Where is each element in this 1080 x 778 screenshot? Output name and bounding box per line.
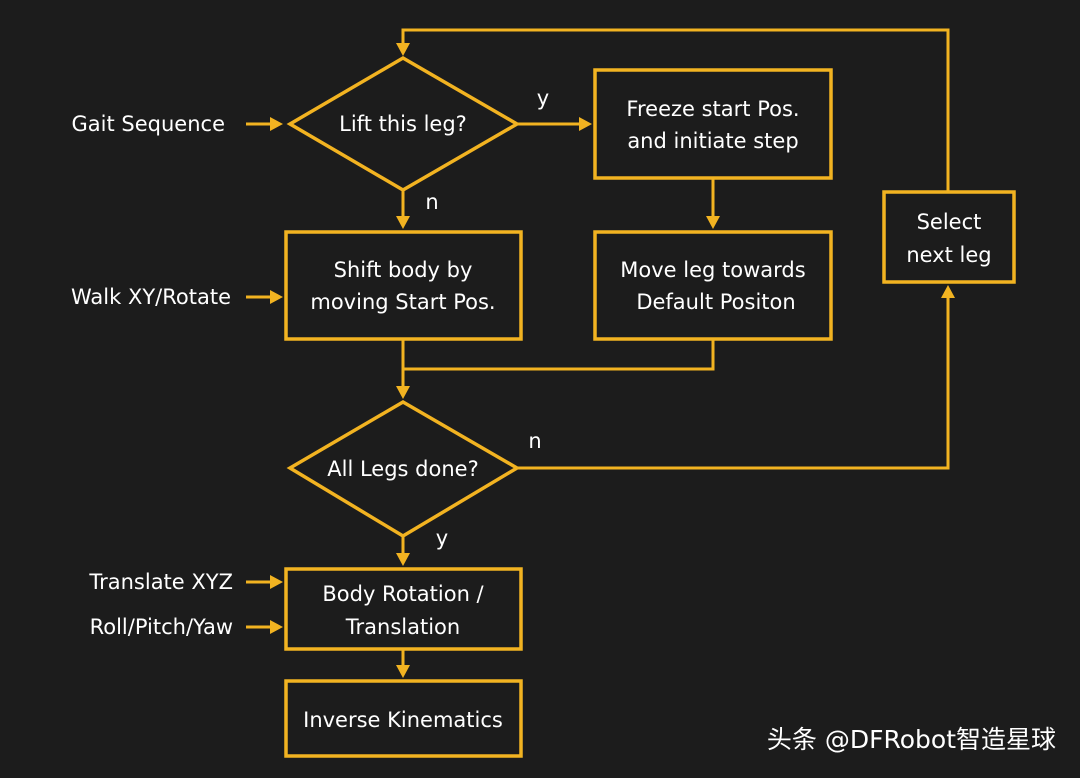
translate-xyz-label: Translate XYZ [88,570,233,594]
freeze-text-line2: and initiate step [627,129,798,153]
arrow-lift-to-shift [396,216,410,229]
arrow-select-loop [396,43,410,56]
node-shapes [284,55,1016,758]
move-leg-text-line2: Default Positon [636,290,795,314]
inverse-kinematics-text: Inverse Kinematics [303,708,503,732]
shift-body-box [284,230,523,341]
edge-select-loop [401,28,950,191]
arrow-translate-input [270,575,283,589]
edge-done-to-select [517,297,950,470]
arrow-freeze-to-move [706,216,720,229]
connectors [246,28,955,678]
all-done-text: All Legs done? [327,457,478,481]
watermark-text: 头条 @DFRobot智造星球 [767,725,1056,754]
all-done-decision [286,399,521,539]
arrow-to-all-done [396,386,410,399]
select-next-text-line2: next leg [906,243,991,267]
inverse-kinematics-box [284,679,523,758]
arrow-gait-input [270,117,283,131]
arrow-done-to-body [396,553,410,566]
walk-xy-rotate-label: Walk XY/Rotate [71,285,231,309]
body-rotation-box [284,567,523,651]
shift-body-text-line1: Shift body by [334,258,473,282]
freeze-text-line1: Freeze start Pos. [626,97,799,121]
shift-body-text-line2: moving Start Pos. [310,290,495,314]
lift-yes-label: y [537,86,549,110]
arrow-walk-input [270,290,283,304]
lift-no-label: n [425,190,438,214]
select-next-text-line1: Select [917,210,982,234]
lift-leg-decision [286,55,521,193]
input-labels: Gait Sequence Walk XY/Rotate Translate X… [71,112,233,639]
move-leg-text-line1: Move leg towards [620,258,805,282]
arrow-done-to-select [941,285,955,298]
body-rotation-text-line2: Translation [345,615,460,639]
select-next-leg-box [882,190,1016,284]
done-no-label: n [528,429,541,453]
freeze-box [593,68,833,180]
body-rotation-text-line1: Body Rotation / [322,582,484,606]
move-leg-box [593,230,833,341]
edge-move-merge [403,340,715,371]
arrow-lift-to-freeze [579,117,592,131]
edge-labels: y n n y [425,86,549,550]
lift-leg-text: Lift this leg? [339,112,467,136]
node-labels: Lift this leg? Freeze start Pos. and ini… [303,97,992,732]
roll-pitch-yaw-label: Roll/Pitch/Yaw [90,615,233,639]
arrow-body-to-ik [396,665,410,678]
gait-sequence-label: Gait Sequence [72,112,225,136]
done-yes-label: y [436,526,448,550]
arrow-roll-input [270,620,283,634]
